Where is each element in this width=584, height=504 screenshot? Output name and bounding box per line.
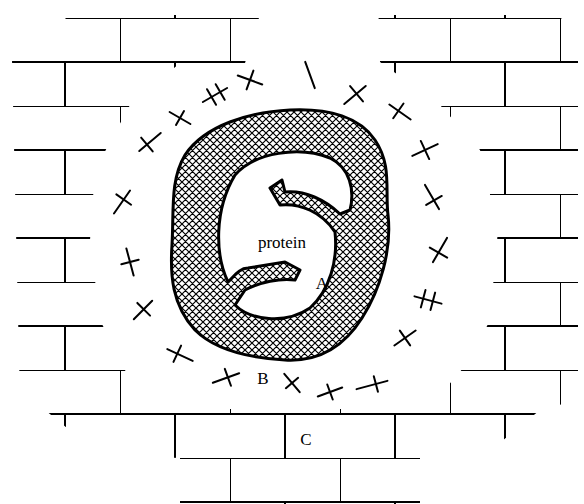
callout-letter: C [298,431,313,450]
protein-molecule: protein [160,100,400,370]
callout-letter: B [255,370,270,389]
water-molecules [107,62,456,404]
callout-letter: A [316,275,328,294]
node-label: protein [258,234,306,253]
